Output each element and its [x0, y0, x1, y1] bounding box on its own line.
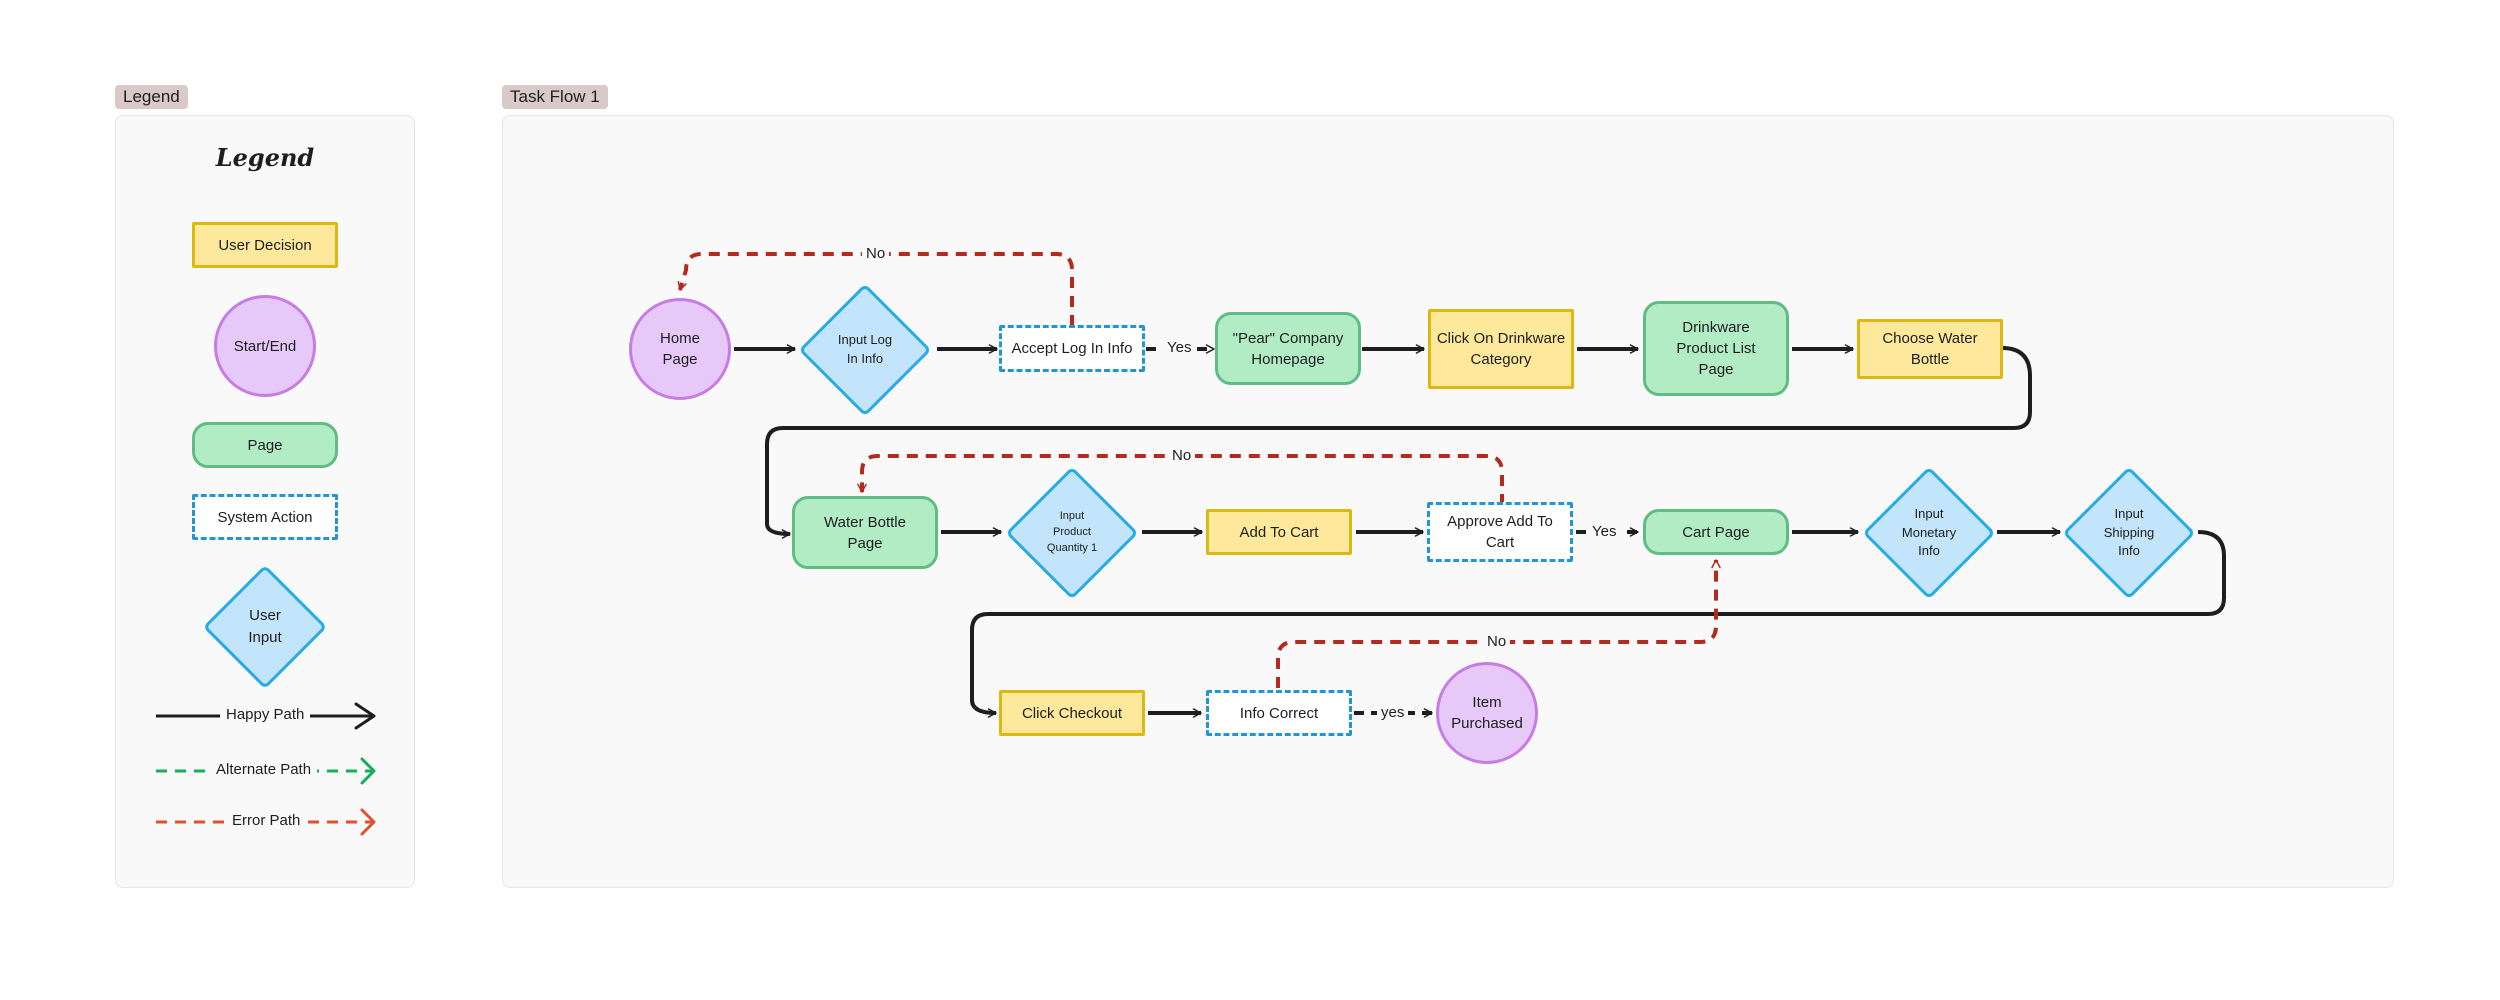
- legend-happy-path-label: Happy Path: [220, 706, 311, 724]
- node-info-correct[interactable]: Info Correct: [1206, 690, 1352, 736]
- node-drinkware-product-list[interactable]: Drinkware Product List Page: [1643, 301, 1789, 396]
- node-item-purchased[interactable]: Item Purchased: [1436, 662, 1538, 764]
- edge-label-login-no: No: [862, 245, 890, 263]
- node-click-drinkware[interactable]: Click On Drinkware Category: [1428, 309, 1574, 389]
- node-pear-homepage[interactable]: "Pear" Company Homepage: [1215, 312, 1361, 385]
- legend-alternate-path-label: Alternate Path: [210, 761, 318, 779]
- node-input-shipping-info[interactable]: Input Shipping Info: [2062, 466, 2196, 600]
- legend-system-action[interactable]: System Action: [192, 494, 338, 540]
- node-cart-page[interactable]: Cart Page: [1643, 509, 1789, 555]
- edge-label-info-yes: yes: [1377, 704, 1409, 722]
- node-input-monetary-info[interactable]: Input Monetary Info: [1862, 466, 1996, 600]
- legend-page[interactable]: Page: [192, 422, 338, 468]
- node-input-log-in-info-label: Input Log In Info: [837, 332, 893, 366]
- edge-label-info-no: No: [1483, 633, 1511, 651]
- legend-section-tab[interactable]: Legend: [115, 85, 188, 109]
- node-accept-log-in-info[interactable]: Accept Log In Info: [999, 325, 1145, 372]
- node-input-product-quantity-label: Input Product Quantity 1: [1046, 510, 1098, 554]
- node-add-to-cart[interactable]: Add To Cart: [1206, 509, 1352, 555]
- legend-user-input[interactable]: User Input: [202, 564, 328, 690]
- node-approve-add-to-cart[interactable]: Approve Add To Cart: [1427, 502, 1573, 562]
- edge-label-cart-yes: Yes: [1588, 523, 1621, 541]
- node-input-shipping-info-label: Input Shipping Info: [2103, 505, 2155, 559]
- node-water-bottle-page[interactable]: Water Bottle Page: [792, 496, 938, 569]
- legend-title: Legend: [215, 143, 315, 172]
- node-home-page[interactable]: Home Page: [629, 298, 731, 400]
- edge-label-cart-no: No: [1168, 447, 1196, 465]
- node-input-monetary-info-label: Input Monetary Info: [1901, 505, 1957, 559]
- task-flow-section-tab[interactable]: Task Flow 1: [502, 85, 608, 109]
- legend-user-input-label: User Input: [248, 607, 282, 646]
- node-click-checkout[interactable]: Click Checkout: [999, 690, 1145, 736]
- node-input-product-quantity[interactable]: Input Product Quantity 1: [1005, 466, 1139, 600]
- node-choose-water-bottle[interactable]: Choose Water Bottle: [1857, 319, 2003, 379]
- legend-error-path-label: Error Path: [226, 812, 307, 830]
- node-input-log-in-info[interactable]: Input Log In Info: [798, 283, 932, 417]
- edge-label-login-yes: Yes: [1163, 339, 1196, 357]
- legend-start-end[interactable]: Start/End: [214, 295, 316, 397]
- legend-user-decision[interactable]: User Decision: [192, 222, 338, 268]
